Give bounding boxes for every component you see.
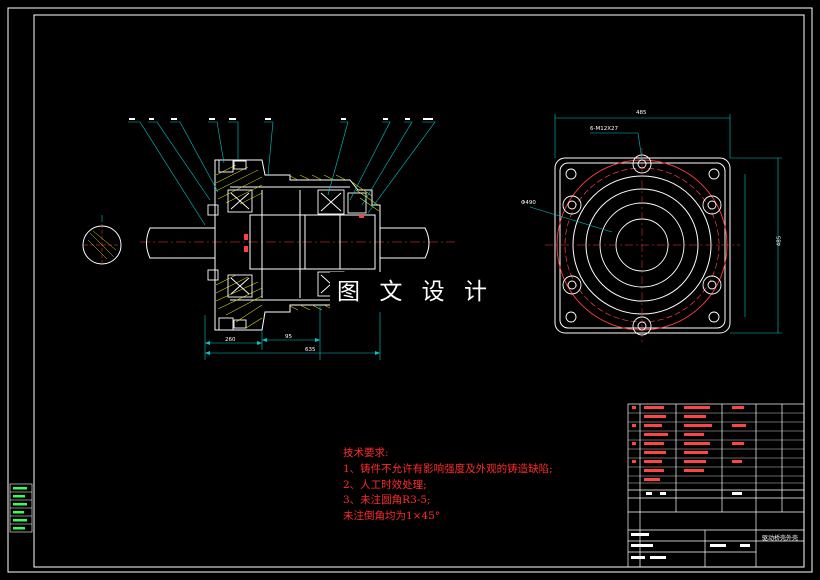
shaft-cross-section	[82, 224, 122, 266]
notes-heading: 技术要求:	[343, 447, 389, 459]
balloon-labels	[129, 118, 433, 120]
front-height-dim: 485	[776, 235, 783, 247]
section-dimensions	[204, 290, 381, 360]
parts-list-text	[632, 406, 746, 481]
title-block-text	[631, 492, 750, 559]
technical-requirements: 技术要求: 1、铸件不允许有影响强度及外观的铸造缺陷; 2、人工时效处理; 3、…	[343, 446, 553, 525]
watermark: 图 文 设 计	[330, 272, 500, 312]
sheet-border-outer	[7, 7, 813, 573]
front-dimensions	[529, 114, 782, 334]
binding-strip	[9, 483, 33, 533]
bolt-heads	[244, 215, 364, 252]
corner-holes	[565, 168, 720, 323]
input-shaft	[146, 227, 216, 259]
front-width-dim: 485	[636, 110, 647, 116]
mid-length-dim: 95	[285, 334, 292, 340]
total-length-dim: 635	[305, 347, 316, 353]
binding-strip-text	[13, 487, 27, 530]
front-centerlines	[545, 148, 740, 342]
notes-item-1: 1、铸件不允许有影响强度及外观的铸造缺陷;	[343, 462, 553, 475]
notes-item-3: 3、未注圆角R3-5;	[343, 494, 431, 507]
title-block	[627, 403, 805, 568]
sheet-border-inner	[33, 14, 805, 568]
notes-item-2: 2、人工时效处理;	[343, 478, 427, 491]
left-length-dim: 260	[225, 337, 236, 343]
leader-lines	[128, 121, 436, 226]
circle-diameter: Φ490	[521, 200, 536, 206]
notes-item-4: 未注倒角均为1×45°	[343, 510, 441, 523]
bolts	[207, 159, 247, 331]
drawing-name: 驱动桥壳外壳	[762, 535, 799, 542]
parts-list-rows	[628, 412, 804, 484]
hole-callout: 6-M12X27	[590, 126, 618, 132]
front-view	[554, 157, 731, 334]
output-shaft	[380, 227, 430, 259]
